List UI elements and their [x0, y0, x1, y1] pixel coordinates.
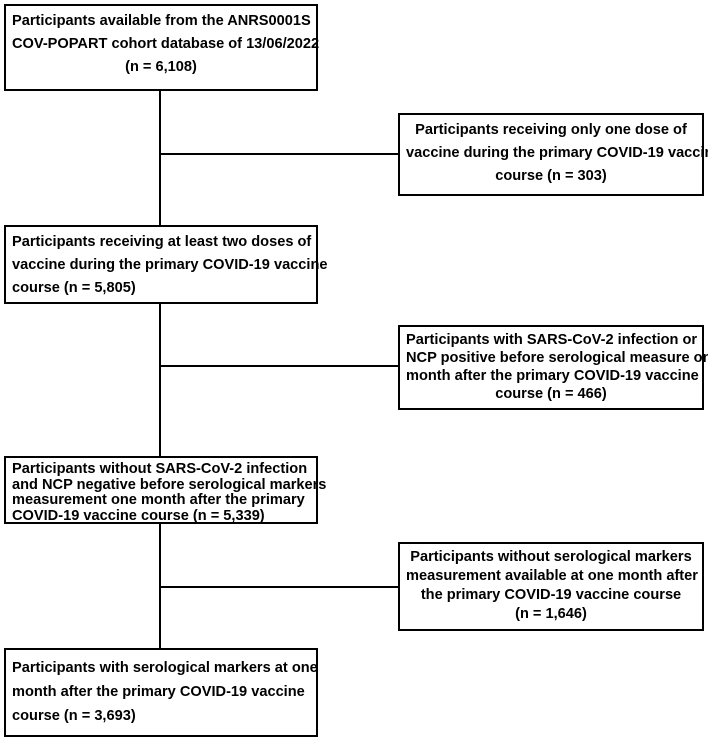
exclusion-box-text-line: Participants with SARS-CoV-2 infection o…: [406, 332, 698, 348]
exclusion-box-no-markers: Participants without serological markers…: [398, 542, 704, 631]
flow-box-two-doses: Participants receiving at least two dose…: [4, 225, 328, 304]
exclusion-box-text-line: course (n = 466): [495, 386, 607, 402]
flow-box-text-line: Participants available from the ANRS0001…: [12, 13, 311, 29]
flow-box-cohort-available: Participants available from the ANRS0001…: [4, 4, 320, 91]
flow-box-text-line: course (n = 3,693): [12, 708, 136, 724]
flow-connector-vertical: [159, 90, 161, 226]
exclusion-box-text-line: measurement available at one month after: [406, 568, 698, 584]
exclusion-box-infection: Participants with SARS-CoV-2 infection o…: [398, 325, 708, 410]
exclusion-box-text-line: NCP positive before serological measure …: [406, 350, 708, 366]
flow-box-with-markers: Participants with serological markers at…: [4, 648, 318, 737]
exclusion-box-text-line: the primary COVID-19 vaccine course: [420, 587, 682, 603]
exclusion-branch-line: [159, 153, 399, 155]
exclusion-box-text-line: Participants receiving only one dose of: [415, 122, 687, 138]
flow-connector-vertical: [159, 303, 161, 457]
exclusion-branch-line: [159, 365, 399, 367]
exclusion-branch-line: [159, 586, 399, 588]
exclusion-box-text-line: vaccine during the primary COVID-19 vacc…: [406, 145, 708, 161]
exclusion-box-text-line: month after the primary COVID-19 vaccine: [406, 368, 699, 384]
flow-box-text-line: measurement one month after the primary: [12, 492, 305, 508]
flow-box-text-line: month after the primary COVID-19 vaccine: [12, 684, 305, 700]
exclusion-box-text-line: course (n = 303): [495, 168, 607, 184]
flow-box-text-line: COVID-19 vaccine course (n = 5,339): [12, 507, 265, 524]
flow-box-text-line: (n = 6,108): [125, 59, 197, 75]
flow-box-no-infection: Participants without SARS-CoV-2 infectio…: [4, 456, 327, 524]
flow-box-text-line: and NCP negative before serological mark…: [12, 476, 327, 493]
flow-box-text-line: Participants without SARS-CoV-2 infectio…: [12, 461, 308, 477]
flow-box-text-line: course (n = 5,805): [12, 280, 136, 296]
exclusion-box-text-line: Participants without serological markers: [410, 549, 692, 565]
flow-box-text-line: COV-POPART cohort database of 13/06/2022: [12, 36, 320, 52]
flow-box-text-line: vaccine during the primary COVID-19 vacc…: [12, 257, 328, 273]
exclusion-box-one-dose: Participants receiving only one dose of …: [398, 113, 708, 196]
exclusion-box-text-line: (n = 1,646): [515, 606, 587, 622]
flow-box-text-line: Participants with serological markers at…: [12, 660, 318, 676]
flow-box-text-line: Participants receiving at least two dose…: [12, 234, 312, 250]
